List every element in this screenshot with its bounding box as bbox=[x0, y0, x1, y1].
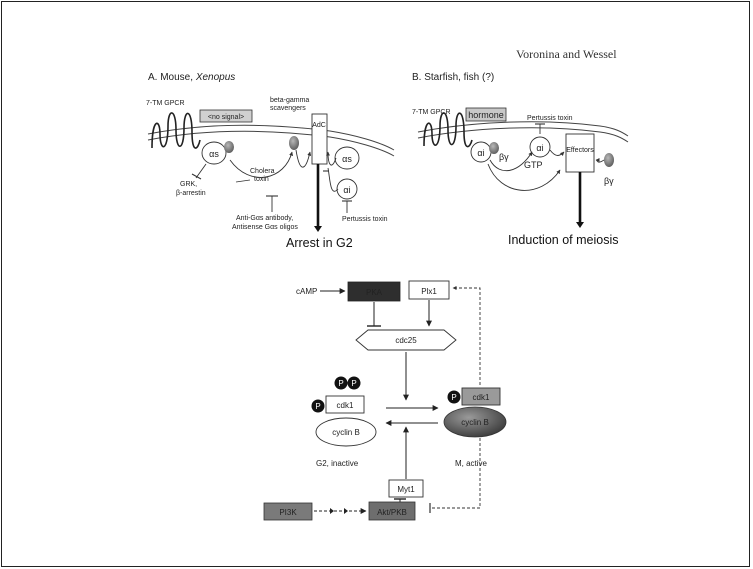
phospho-1-label: P bbox=[338, 379, 343, 388]
cyclin-b-inactive-label: cyclin B bbox=[332, 428, 360, 437]
membrane-a-outer bbox=[148, 125, 394, 150]
gpcr-a-label: 7-TM GPCR bbox=[146, 100, 185, 107]
grk-inhibit-line bbox=[196, 164, 206, 178]
beta-gamma-subunit-a2 bbox=[289, 136, 299, 150]
gpcr-b-receptor bbox=[424, 113, 472, 147]
arrestin-label: β-arrestin bbox=[176, 190, 206, 197]
camp-label: cAMP bbox=[296, 287, 317, 296]
cholera-line bbox=[236, 180, 250, 182]
m-active-label: M, active bbox=[455, 459, 488, 468]
beta-gamma-subunit-b2 bbox=[604, 153, 614, 167]
alpha-i-label-b2: αi bbox=[536, 143, 543, 153]
phospho-4-label: P bbox=[451, 393, 456, 402]
myt1-label: Myt1 bbox=[397, 485, 415, 494]
alpha-s-label-a1: αs bbox=[209, 149, 219, 159]
arrow-bg-free-to-effectors bbox=[596, 160, 604, 162]
no-signal-label: <no signal> bbox=[208, 114, 244, 121]
line-alpha-i-to-adc bbox=[328, 168, 338, 191]
grk-label: GRK, bbox=[180, 181, 197, 188]
scavengers-label-1: beta-gamma bbox=[270, 97, 309, 104]
pka-label: PKA bbox=[366, 288, 383, 297]
grk-inhibit-bar bbox=[192, 174, 201, 179]
dashed-active-to-plx1 bbox=[453, 288, 480, 385]
dashed-active-to-akt bbox=[430, 438, 480, 508]
cholera-label-2: toxin bbox=[254, 176, 269, 183]
membrane-b-outer bbox=[418, 122, 628, 136]
arrest-arrowhead bbox=[314, 226, 322, 232]
arrest-in-g2: Arrest in G2 bbox=[286, 236, 353, 250]
panel-b-title: B. Starfish, fish (?) bbox=[412, 72, 494, 83]
pertussis-label-b: Pertussis toxin bbox=[527, 115, 573, 122]
meiosis-arrowhead bbox=[576, 222, 584, 228]
induction-of-meiosis: Induction of meiosis bbox=[508, 233, 618, 247]
gpcr-b-label: 7-TM GPCR bbox=[412, 109, 451, 116]
beta-gamma-subunit-a1 bbox=[224, 141, 234, 153]
akt-label: Akt/PKB bbox=[377, 508, 407, 517]
g2-inactive-label: G2, inactive bbox=[316, 459, 359, 468]
phospho-2-label: P bbox=[351, 379, 356, 388]
panel-a: A. Mouse, Xenopus 7-TM GPCR <no signal> … bbox=[146, 72, 394, 250]
scavengers-label-2: scavengers bbox=[270, 105, 306, 112]
cyclin-b-active-label: cyclin B bbox=[461, 418, 489, 427]
beta-gamma-subunit-b1 bbox=[489, 142, 499, 154]
effectors-label: Effectors bbox=[566, 147, 594, 154]
antibody-label-2: Antisense Gαs oligos bbox=[232, 224, 298, 231]
beta-gamma-label-b1: βγ bbox=[499, 152, 509, 162]
pertussis-label-a: Pertussis toxin bbox=[342, 216, 388, 223]
cdk1-active-label: cdk1 bbox=[473, 393, 490, 402]
panel-b: B. Starfish, fish (?) 7-TM GPCR hormone … bbox=[412, 72, 628, 247]
author-credit: Voronina and Wessel bbox=[516, 47, 617, 61]
alpha-i-label-a: αi bbox=[343, 185, 350, 195]
hormone-label: hormone bbox=[468, 110, 504, 120]
alpha-s-label-a2: αs bbox=[342, 154, 352, 164]
cholera-label-1: Cholera bbox=[250, 168, 275, 175]
gpcr-a-receptor bbox=[152, 113, 200, 148]
adc-label: AdC bbox=[312, 122, 326, 129]
phospho-3-label: P bbox=[315, 402, 320, 411]
antibody-label-1: Anti-Gαs antibody, bbox=[236, 215, 293, 222]
pi3k-label: PI3K bbox=[279, 508, 297, 517]
beta-gamma-label-b2: βγ bbox=[604, 176, 614, 186]
panel-a-title: A. Mouse, Xenopus bbox=[148, 72, 235, 83]
arrow-to-adc bbox=[296, 150, 310, 167]
panel-c: cAMP PKA Plx1 cdc25 P P P cdk1 cyclin B … bbox=[264, 281, 506, 520]
alpha-i-label-b1: αi bbox=[477, 148, 484, 158]
gtp-label: GTP bbox=[524, 160, 543, 170]
plx1-label: Plx1 bbox=[421, 287, 437, 296]
cdc25-label: cdc25 bbox=[395, 336, 417, 345]
cdk1-inactive-label: cdk1 bbox=[337, 401, 354, 410]
arrow-to-effectors bbox=[550, 150, 564, 156]
